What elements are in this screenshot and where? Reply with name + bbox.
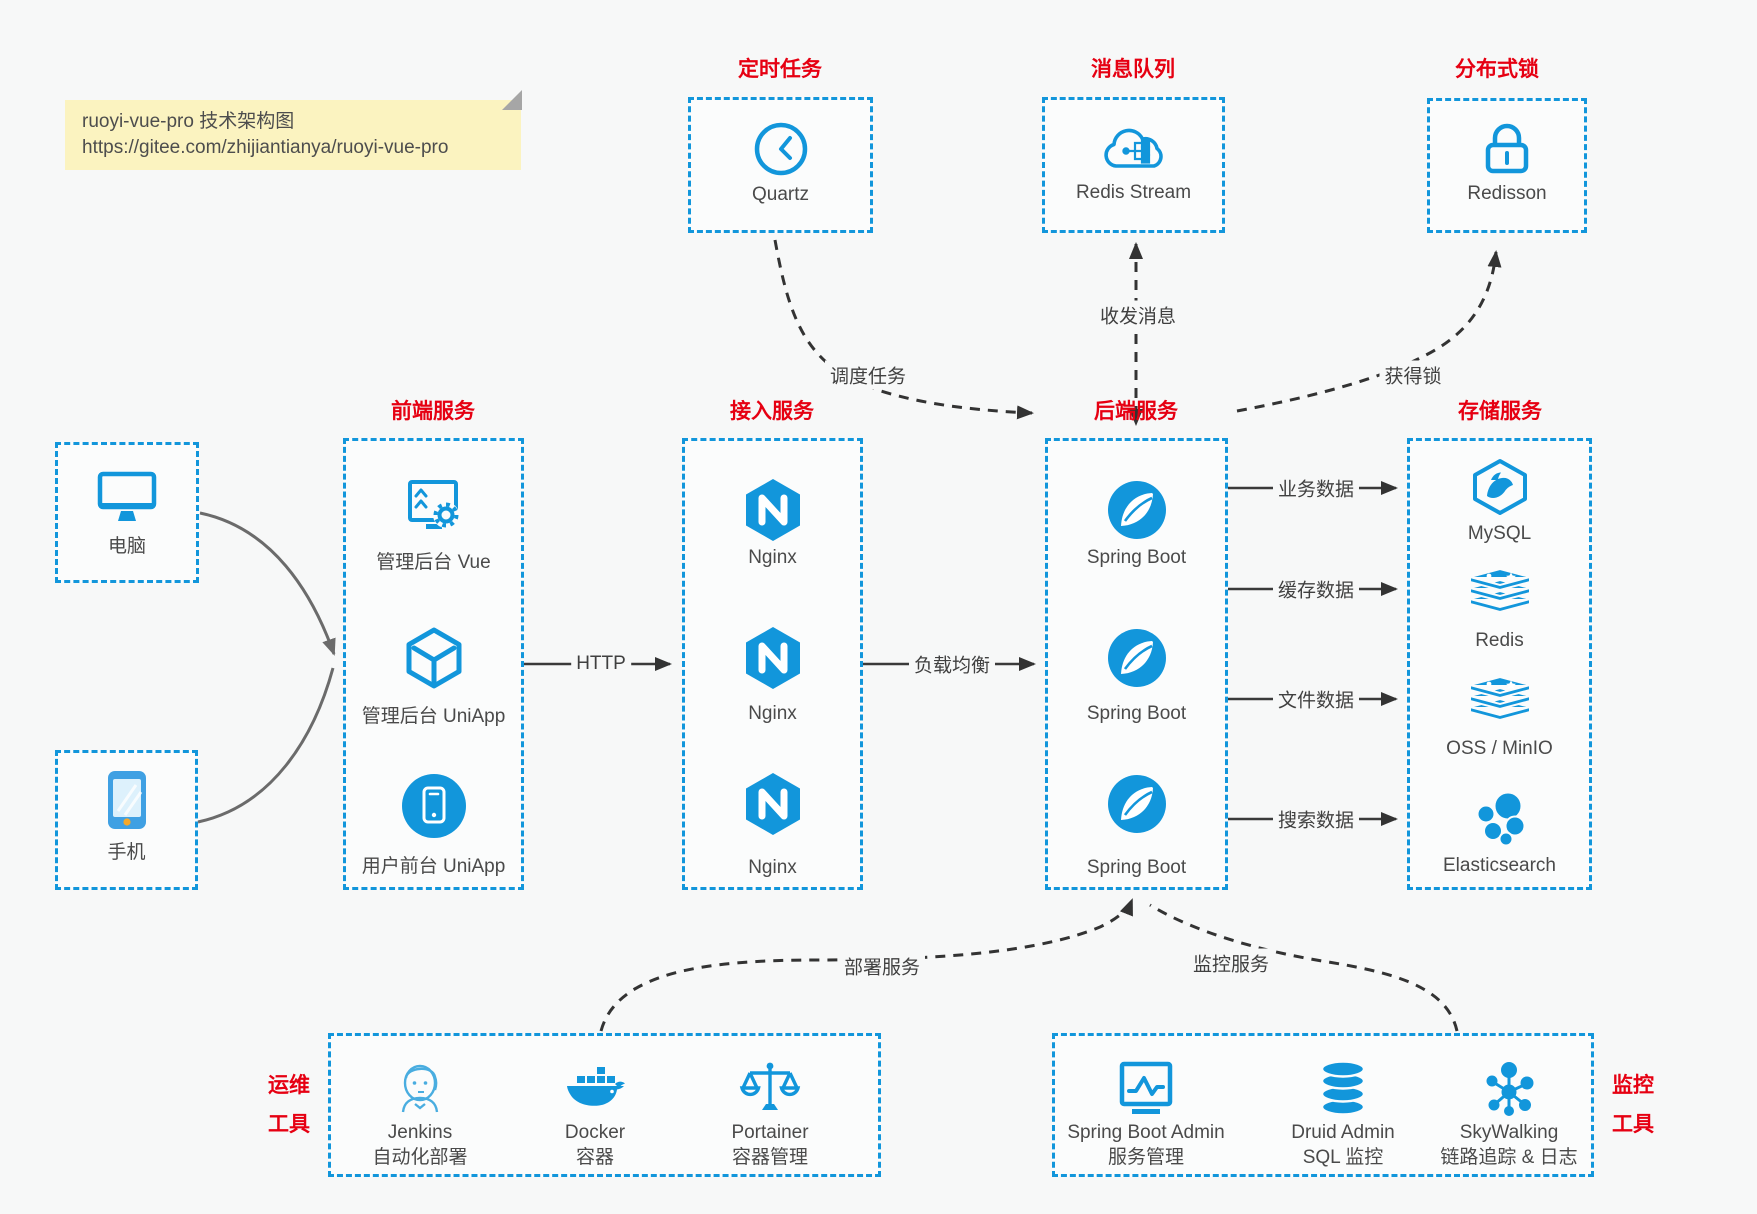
monitoring-item-name: Spring Boot Admin <box>1067 1122 1225 1143</box>
monitoring-item-name: SkyWalking <box>1459 1122 1559 1143</box>
title-storage-services: 存储服务 <box>1458 400 1542 423</box>
ops-item-portainer: Portainer 容器管理 <box>680 1060 860 1170</box>
user-app-icon <box>401 774 466 838</box>
edge-label-monitor: 监控服务 <box>1187 948 1275 978</box>
title-message-queue: 消息队列 <box>1091 58 1175 81</box>
edge-label-load-balance: 负载均衡 <box>908 649 996 679</box>
storage-item-label: MySQL <box>1467 523 1532 544</box>
client-computer-box: 电脑 <box>55 442 199 583</box>
note-line-1: ruoyi-vue-pro 技术架构图 <box>82 111 295 132</box>
lock-icon <box>1485 123 1529 174</box>
ops-box: Jenkins 自动化部署 Docker 容器 <box>328 1033 881 1177</box>
computer-label: 电脑 <box>107 536 146 557</box>
storage-item-label: Redis <box>1475 630 1524 651</box>
ops-side-title: 运维 工具 <box>268 1074 310 1136</box>
note-line-2: https://gitee.com/zhijiantianya/ruoyi-vu… <box>82 137 449 158</box>
title-backend-services: 后端服务 <box>1094 400 1178 423</box>
title-distributed-lock: 分布式锁 <box>1455 58 1539 81</box>
ops-item-desc: 容器 <box>575 1147 614 1168</box>
gateway-item-label: Nginx <box>748 703 797 724</box>
note-fold-corner <box>502 90 522 110</box>
nginx-icon <box>745 479 800 541</box>
client-phone-box: 手机 <box>55 750 198 890</box>
edge-label-deploy: 部署服务 <box>838 951 926 981</box>
scales-icon <box>739 1062 801 1110</box>
quartz-box: Quartz <box>688 97 873 233</box>
frontend-box: 管理后台 Vue 管理后台 UniApp 用户前台 UniApp <box>343 438 524 890</box>
phone-label: 手机 <box>107 842 146 863</box>
monitoring-item-sba: Spring Boot Admin 服务管理 <box>1046 1060 1246 1170</box>
monitoring-item-desc: 链路追踪 & 日志 <box>1440 1147 1578 1168</box>
nginx-icon <box>745 773 800 835</box>
ops-item-jenkins: Jenkins 自动化部署 <box>330 1060 510 1170</box>
frontend-item-label: 用户前台 UniApp <box>361 856 506 877</box>
monitoring-item-name: Druid Admin <box>1291 1122 1395 1143</box>
gateway-item-label: Nginx <box>748 547 797 568</box>
admin-monitor-icon <box>1119 1061 1173 1114</box>
edge-label-schedule: 调度任务 <box>824 360 912 390</box>
edge-label-cache-data: 缓存数据 <box>1272 574 1360 604</box>
ops-item-desc: 容器管理 <box>731 1147 808 1168</box>
jenkins-icon <box>401 1064 439 1113</box>
edge-label-http: HTTP <box>571 652 631 676</box>
redis-stream-label: Redis Stream <box>1075 182 1192 203</box>
edge-acquire-lock <box>1236 250 1502 413</box>
gateway-box: Nginx Nginx Nginx <box>682 438 863 890</box>
backend-item-label: Spring Boot <box>1086 857 1187 878</box>
mysql-icon <box>1472 459 1527 515</box>
oss-minio-icon <box>1466 676 1533 722</box>
database-icon <box>1320 1060 1366 1116</box>
edge-label-search-data: 搜索数据 <box>1272 804 1360 834</box>
monitoring-item-druid: Druid Admin SQL 监控 <box>1243 1060 1443 1170</box>
redis-stream-box: Redis Stream <box>1042 97 1225 233</box>
sticky-note: ruoyi-vue-pro 技术架构图 https://gitee.com/zh… <box>65 90 522 170</box>
monitoring-item-desc: SQL 监控 <box>1302 1147 1384 1168</box>
monitoring-item-skywalking: SkyWalking 链路追踪 & 日志 <box>1409 1060 1609 1170</box>
title-frontend-services: 前端服务 <box>391 400 475 423</box>
frontend-item-label: 管理后台 Vue <box>376 552 491 573</box>
redis-icon <box>1466 568 1533 614</box>
elasticsearch-icon <box>1476 791 1525 847</box>
desktop-icon <box>97 471 157 521</box>
ops-item-name: Docker <box>564 1122 626 1143</box>
clock-icon <box>754 122 807 176</box>
storage-item-label: Elasticsearch <box>1443 855 1556 876</box>
backend-box: Spring Boot Spring Boot Spring Boot <box>1045 438 1228 890</box>
gateway-item-label: Nginx <box>748 857 797 878</box>
backend-item-label: Spring Boot <box>1086 703 1187 724</box>
ops-item-desc: 自动化部署 <box>372 1147 468 1168</box>
edge-computer-to-frontend <box>199 511 336 656</box>
storage-box: MySQL Redis OSS / MinIO <box>1407 438 1592 890</box>
nginx-icon <box>745 627 800 689</box>
edge-phone-to-frontend <box>197 667 335 824</box>
frontend-item-label: 管理后台 UniApp <box>361 706 506 727</box>
spring-boot-icon <box>1107 629 1166 687</box>
quartz-label: Quartz <box>751 184 810 205</box>
title-gateway-services: 接入服务 <box>730 400 814 423</box>
smartphone-icon <box>107 771 146 829</box>
storage-item-label: OSS / MinIO <box>1446 738 1553 759</box>
ops-item-name: Portainer <box>731 1122 809 1143</box>
cube-icon <box>406 627 461 689</box>
redisson-label: Redisson <box>1467 183 1547 204</box>
spring-boot-icon <box>1107 481 1166 539</box>
edge-label-file-data: 文件数据 <box>1272 684 1360 714</box>
edge-label-business-data: 业务数据 <box>1272 473 1360 503</box>
ops-item-name: Jenkins <box>387 1122 453 1143</box>
redisson-box: Redisson <box>1427 98 1587 233</box>
monitoring-side-title: 监控 工具 <box>1612 1074 1654 1136</box>
admin-vue-icon <box>407 480 459 529</box>
title-scheduled-tasks: 定时任务 <box>738 58 822 81</box>
ops-item-docker: Docker 容器 <box>505 1060 685 1170</box>
spring-boot-icon <box>1107 775 1166 833</box>
cloud-stream-icon <box>1103 128 1163 168</box>
edge-label-message: 收发消息 <box>1094 300 1182 330</box>
monitoring-box: Spring Boot Admin 服务管理 Druid Admin SQL 监… <box>1052 1033 1594 1177</box>
docker-icon <box>567 1067 625 1106</box>
monitoring-item-desc: 服务管理 <box>1107 1147 1184 1168</box>
edge-label-acquire-lock: 获得锁 <box>1379 360 1447 390</box>
backend-item-label: Spring Boot <box>1086 547 1187 568</box>
network-icon <box>1486 1062 1534 1116</box>
